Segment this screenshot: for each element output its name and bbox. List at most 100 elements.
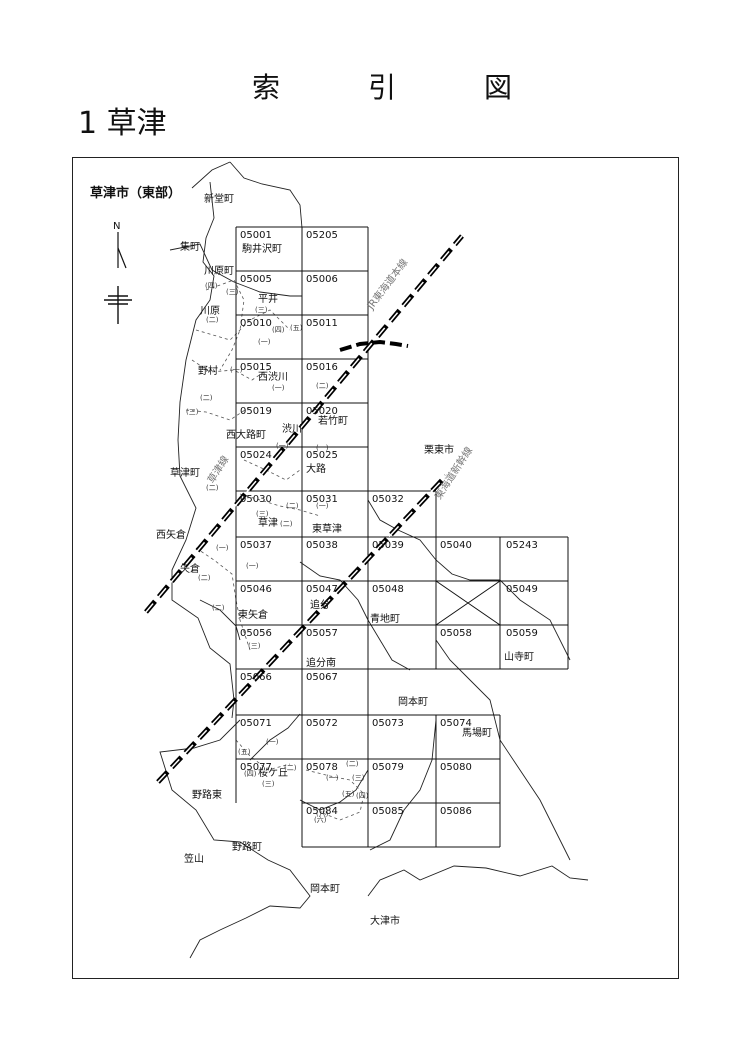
sub-area-label-35: (四) bbox=[356, 792, 369, 800]
place-label-3: 川原 bbox=[200, 305, 220, 317]
sub-area-label-7: (一) bbox=[230, 366, 243, 374]
place-label-22: 岡本町 bbox=[398, 695, 428, 708]
sub-area-labels: (四)(三)(二)(三)(四)(一)(五)(一)(二)(三)(一)(二)(一)(… bbox=[186, 282, 369, 824]
place-name-labels: 新堂町集町川原町川原野村草津町西矢倉矢倉駒井沢町平井西渋川西大路町渋川若竹町大路… bbox=[156, 192, 534, 927]
sub-area-label-28: (二) bbox=[284, 764, 297, 772]
grid-code-05084: 05084 bbox=[306, 806, 338, 817]
sub-area-label-22: (二) bbox=[212, 604, 225, 612]
sub-area-label-24: (五) bbox=[238, 748, 251, 756]
place-label-0: 新堂町 bbox=[204, 192, 234, 205]
sub-area-label-30: (二) bbox=[346, 760, 359, 768]
sub-area-label-17: (二) bbox=[280, 520, 293, 528]
page-title: 索 引 図 bbox=[252, 66, 512, 106]
sub-area-label-10: (一) bbox=[272, 384, 285, 392]
sub-area-label-11: (二) bbox=[316, 382, 329, 390]
sub-area-label-31: (三) bbox=[352, 774, 365, 782]
sub-area-label-8: (二) bbox=[200, 394, 213, 402]
sub-area-label-32: (六) bbox=[314, 815, 327, 824]
grid-code-05205: 05205 bbox=[306, 230, 338, 241]
grid-code-05046: 05046 bbox=[240, 584, 272, 595]
grid-code-05057: 05057 bbox=[306, 628, 338, 639]
place-label-4: 野村 bbox=[198, 364, 218, 377]
place-label-21: 山寺町 bbox=[504, 651, 534, 663]
grid-code-05024: 05024 bbox=[240, 450, 272, 461]
sub-area-label-20: (二) bbox=[198, 574, 211, 582]
sub-area-label-23: (三) bbox=[248, 642, 261, 650]
sub-area-label-1: (三) bbox=[226, 288, 239, 296]
grid-code-05077: 05077 bbox=[240, 762, 272, 773]
sub-area-label-13: (一) bbox=[316, 444, 329, 452]
grid-code-05010: 05010 bbox=[240, 318, 272, 329]
grid-code-05071: 05071 bbox=[240, 718, 272, 729]
grid-code-05016: 05016 bbox=[306, 362, 338, 373]
grid-code-05025: 05025 bbox=[306, 450, 338, 461]
place-label-26: 野路町 bbox=[232, 840, 262, 853]
grid-code-05032: 05032 bbox=[372, 494, 404, 505]
title-char-2: 引 bbox=[367, 71, 396, 104]
excluded-cell-mark bbox=[435, 580, 501, 626]
sub-area-label-6: (五) bbox=[290, 324, 303, 332]
grid-code-05015: 05015 bbox=[240, 362, 272, 373]
north-arrow-icon: N bbox=[104, 221, 132, 324]
place-label-2: 川原町 bbox=[204, 265, 234, 277]
sub-area-label-5: (一) bbox=[258, 338, 271, 346]
grid-lines bbox=[235, 226, 569, 848]
sub-area-label-27: (三) bbox=[262, 780, 275, 788]
title-char-3: 図 bbox=[483, 71, 512, 104]
section-title: 1 草津 bbox=[78, 106, 167, 141]
railways bbox=[144, 234, 464, 784]
grid-code-05011: 05011 bbox=[306, 318, 338, 329]
place-label-18: 追分 bbox=[310, 598, 330, 611]
railway-kusatsu-line bbox=[339, 339, 409, 352]
grid-code-05006: 05006 bbox=[306, 274, 338, 285]
grid-code-05080: 05080 bbox=[440, 762, 472, 773]
sub-area-label-15: (二) bbox=[286, 502, 299, 510]
place-label-16: 東草津 bbox=[312, 522, 342, 535]
sub-area-label-4: (四) bbox=[272, 326, 285, 334]
place-label-11: 西大路町 bbox=[226, 428, 266, 441]
place-label-15: 草津 bbox=[258, 517, 278, 529]
sub-area-label-2: (二) bbox=[206, 316, 219, 324]
place-label-19: 青地町 bbox=[370, 612, 400, 625]
sub-area-label-16: (三) bbox=[256, 510, 269, 518]
grid-code-05243: 05243 bbox=[506, 540, 538, 551]
map-frame bbox=[72, 157, 679, 979]
place-label-30: 栗東市 bbox=[424, 443, 454, 456]
place-label-6: 西矢倉 bbox=[156, 528, 186, 541]
place-label-17: 東矢倉 bbox=[238, 608, 268, 621]
place-label-29: 大津市 bbox=[370, 914, 400, 927]
place-label-23: 馬場町 bbox=[462, 726, 492, 739]
grid-code-05086: 05086 bbox=[440, 806, 472, 817]
place-label-13: 若竹町 bbox=[318, 414, 348, 427]
sub-area-label-25: (一) bbox=[266, 738, 279, 746]
sub-area-label-0: (四) bbox=[205, 282, 218, 290]
sub-area-label-9: (三) bbox=[186, 408, 199, 416]
sub-area-label-34: (五) bbox=[342, 790, 355, 798]
place-label-7: 矢倉 bbox=[180, 562, 200, 575]
grid-code-05001: 05001 bbox=[240, 230, 272, 241]
place-label-14: 大路 bbox=[306, 462, 326, 475]
map-area-title: 草津市（東部） bbox=[90, 186, 182, 201]
place-label-24: 桜ケ丘 bbox=[258, 766, 288, 779]
sub-area-label-33: (八) bbox=[316, 810, 329, 818]
grid-code-05048: 05048 bbox=[372, 584, 404, 595]
place-label-5: 草津町 bbox=[170, 467, 200, 479]
grid-code-05038: 05038 bbox=[306, 540, 338, 551]
sub-area-label-3: (三) bbox=[255, 306, 268, 314]
place-label-28: 岡本町 bbox=[310, 882, 340, 895]
place-label-27: 笠山 bbox=[184, 852, 204, 865]
grid-code-05020: 05020 bbox=[306, 406, 338, 417]
grid-code-05059: 05059 bbox=[506, 628, 538, 639]
grid-code-05056: 05056 bbox=[240, 628, 272, 639]
place-label-8: 駒井沢町 bbox=[242, 242, 282, 255]
sub-area-label-26: (四) bbox=[244, 770, 257, 778]
sub-area-label-12: (一) bbox=[276, 442, 289, 450]
sub-area-label-19: (一) bbox=[216, 544, 229, 552]
place-label-20: 追分南 bbox=[306, 656, 336, 669]
grid-code-05078: 05078 bbox=[306, 762, 338, 773]
grid-code-05039: 05039 bbox=[372, 540, 404, 551]
title-char-1: 索 bbox=[252, 71, 281, 104]
grid-code-05047: 05047 bbox=[306, 584, 338, 595]
